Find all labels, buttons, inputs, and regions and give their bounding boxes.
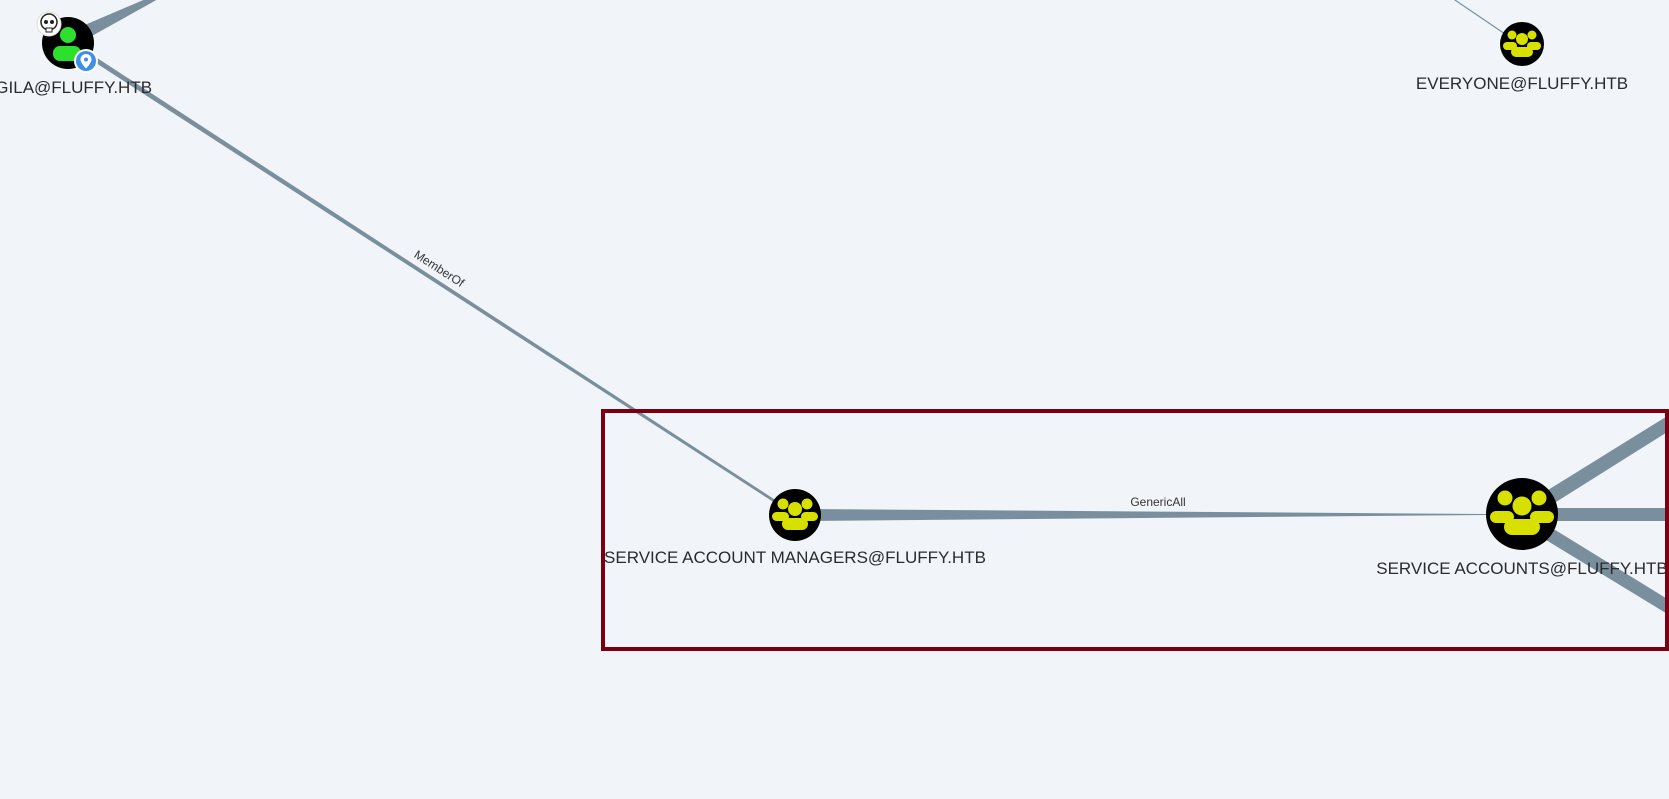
group-icon — [1490, 490, 1554, 535]
node-group-service-accounts[interactable] — [1486, 478, 1558, 550]
edge-service-accounts-out-upper[interactable] — [1548, 415, 1669, 502]
node-label-agila: AGILA@FLUFFY.HTB — [0, 78, 152, 97]
node-label-service-account-managers: SERVICE ACCOUNT MANAGERS@FLUFFY.HTB — [604, 548, 986, 567]
node-label-everyone: EVERYONE@FLUFFY.HTB — [1416, 74, 1628, 93]
edge-label-genericall: GenericAll — [1130, 495, 1185, 509]
edges-layer — [80, 0, 1669, 615]
edge-service-accounts-out-lower[interactable] — [1546, 528, 1669, 615]
group-icon — [772, 498, 818, 530]
node-group-everyone[interactable] — [1500, 22, 1544, 66]
skull-icon — [36, 11, 62, 37]
node-label-service-accounts: SERVICE ACCOUNTS@FLUFFY.HTB — [1376, 559, 1668, 578]
edge-everyone-offscreen[interactable] — [1452, 0, 1509, 37]
user-icon — [53, 27, 81, 61]
node-group-service-account-managers[interactable] — [769, 489, 821, 541]
edge-service-accounts-out-middle[interactable] — [1552, 508, 1669, 521]
edge-memberof[interactable] — [88, 52, 777, 503]
highlight-box — [601, 409, 1669, 651]
location-pin-icon — [74, 49, 98, 73]
edge-agila-offscreen[interactable] — [80, 0, 160, 37]
node-user-agila[interactable] — [36, 11, 98, 73]
edge-genericall[interactable] — [808, 509, 1488, 521]
group-icon — [1503, 30, 1541, 57]
